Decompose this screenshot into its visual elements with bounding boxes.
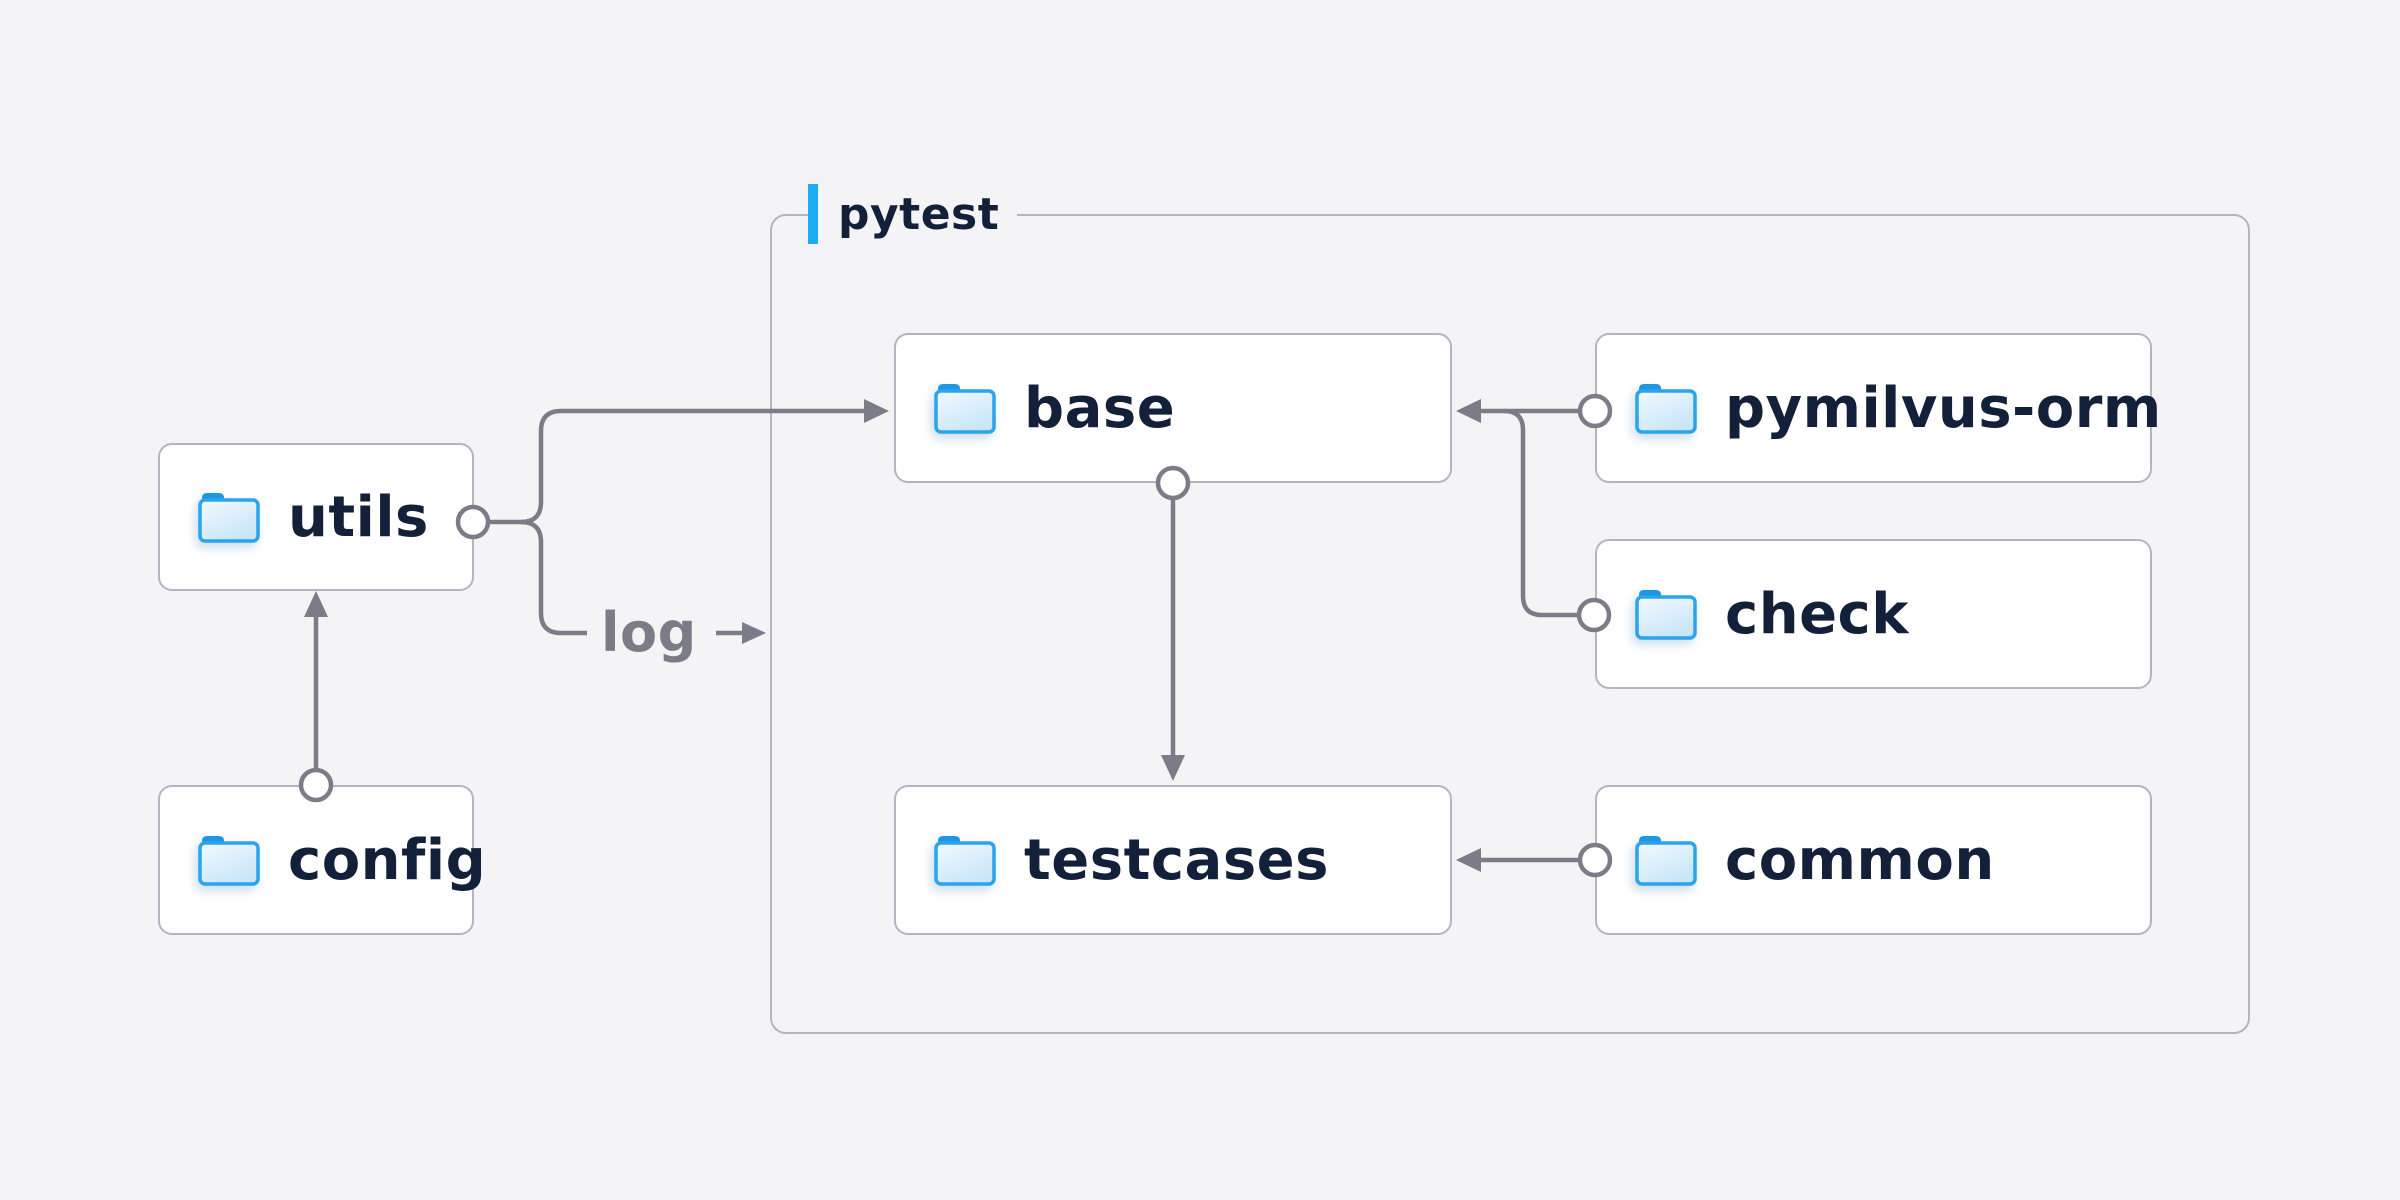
node-pymilvus-orm: pymilvus-orm	[1595, 333, 2161, 483]
node-label: config	[288, 827, 487, 893]
node-label: pymilvus-orm	[1725, 375, 2162, 441]
group-label-text: pytest	[838, 188, 1000, 240]
node-testcases: testcases	[894, 785, 1452, 935]
node-label: testcases	[1024, 827, 1329, 893]
folder-icon	[1635, 836, 1697, 886]
node-common: common	[1595, 785, 2152, 935]
node-base: base	[894, 333, 1452, 483]
arrowhead-right-log	[742, 622, 766, 644]
node-label: check	[1725, 581, 1909, 647]
accent-bar	[808, 184, 818, 244]
folder-icon	[198, 836, 260, 886]
folder-icon	[934, 836, 996, 886]
edge-label-log: log	[601, 601, 697, 664]
arrowhead-up-utils	[304, 591, 328, 617]
node-config: config	[158, 785, 486, 935]
folder-icon	[1635, 590, 1697, 640]
pytest-group-container	[770, 214, 2250, 1034]
folder-icon	[1635, 384, 1697, 434]
folder-icon	[198, 493, 260, 543]
folder-icon	[934, 384, 996, 434]
pytest-group-label: pytest	[808, 183, 1018, 245]
node-label: utils	[288, 484, 429, 550]
node-check: check	[1595, 539, 2152, 689]
node-label: base	[1024, 375, 1176, 441]
node-utils: utils	[158, 443, 474, 591]
node-label: common	[1725, 827, 1995, 893]
